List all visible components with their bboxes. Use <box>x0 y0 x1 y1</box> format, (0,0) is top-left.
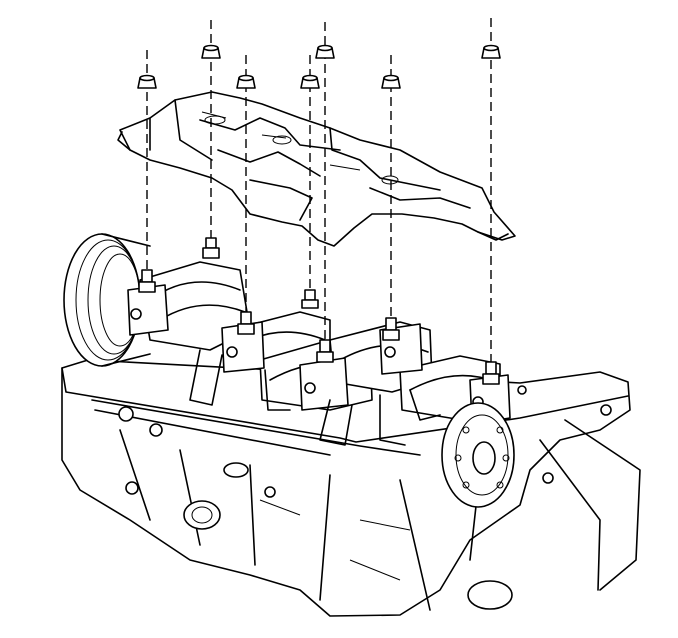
nut-icon <box>300 74 320 89</box>
crankshaft-pulley <box>63 233 151 367</box>
nut-icon <box>481 44 501 59</box>
stud-icon <box>382 317 400 341</box>
bearing-cap-studs <box>138 237 500 385</box>
nut-icon <box>137 74 157 89</box>
stud-icon <box>316 339 334 363</box>
crankshaft-assembly <box>127 261 515 508</box>
nut-icon <box>315 44 335 59</box>
stud-icon <box>237 311 255 335</box>
stud-icon <box>202 237 220 259</box>
bearing-cap-nuts <box>137 44 501 89</box>
stud-icon <box>301 289 319 309</box>
stud-icon <box>482 361 500 385</box>
nut-icon <box>236 74 256 89</box>
nut-icon <box>201 44 221 59</box>
stud-icon <box>138 269 156 293</box>
oil-deflector-tray <box>117 91 516 247</box>
nut-icon <box>381 74 401 89</box>
